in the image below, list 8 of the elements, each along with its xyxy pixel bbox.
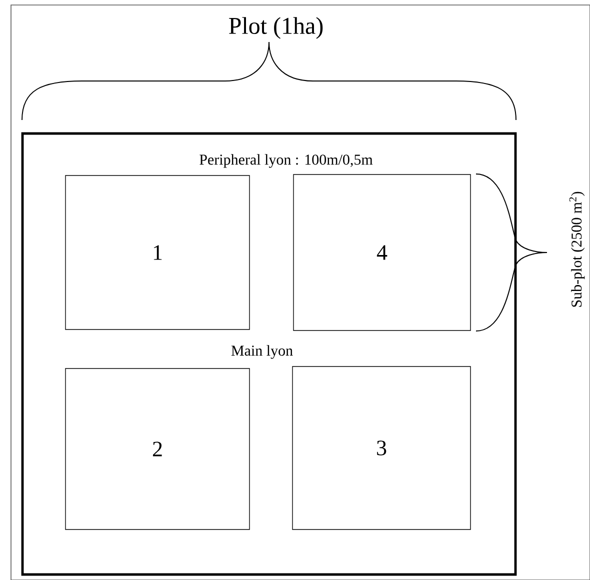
plot-title: Plot (1ha) <box>229 17 323 39</box>
subplot-box: 3 <box>292 366 471 530</box>
lyon-label: Main lyon <box>231 345 293 359</box>
subplot-box: 1 <box>65 175 250 330</box>
lyon-label: Peripheral lyon : 100m/0,5m <box>200 154 373 168</box>
subplot-box: 4 <box>293 174 471 331</box>
subplot-box: 2 <box>65 368 250 530</box>
subplot-label: Sub-plot (2500 m$^{2}$) <box>569 192 585 307</box>
